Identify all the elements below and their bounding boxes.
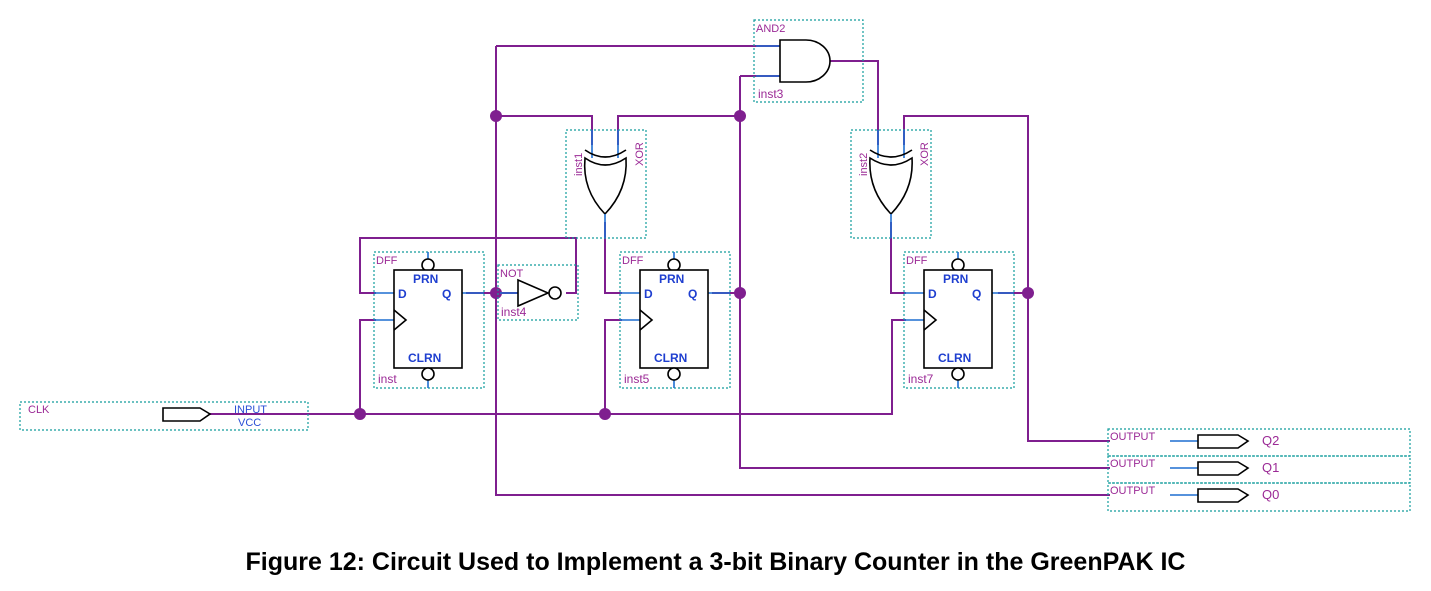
output-q2-block[interactable]: OUTPUT Q2 — [1107, 428, 1411, 457]
output-type: OUTPUT — [1110, 485, 1156, 497]
xor2-gate-icon — [869, 156, 913, 216]
wire-q1-bus — [739, 100, 1110, 469]
wire-q1-to-xor1 — [617, 115, 740, 145]
and-gate-icon — [779, 39, 831, 83]
dff1-prn: PRN — [413, 272, 438, 286]
xor1-type: XOR — [634, 142, 646, 166]
junction-dot — [734, 287, 746, 299]
dff1-inst: inst — [378, 372, 397, 386]
output-pin-icon — [1197, 434, 1250, 449]
junction-dot — [734, 110, 746, 122]
wire-and-to-xor2 — [830, 60, 879, 145]
wire-xor2-to-d3 — [890, 222, 906, 294]
output-q0-block[interactable]: OUTPUT Q0 — [1107, 482, 1411, 512]
input-type: INPUT — [234, 404, 267, 416]
dff2-inst: inst5 — [624, 372, 650, 386]
dff1-q: Q — [442, 287, 451, 301]
input-sub: VCC — [238, 417, 261, 429]
xor1-inst: inst1 — [573, 153, 585, 176]
dff2-prn: PRN — [659, 272, 684, 286]
wire-not-to-d1 — [359, 237, 577, 294]
wire-clk-to-dff1 — [359, 319, 376, 414]
dff3-q: Q — [972, 287, 981, 301]
dff2-q: Q — [688, 287, 697, 301]
input-name: CLK — [28, 404, 50, 416]
output-q1-block[interactable]: OUTPUT Q1 — [1107, 455, 1411, 484]
output-pin-icon — [1197, 488, 1250, 503]
junctions — [354, 110, 1034, 420]
output-name: Q1 — [1262, 460, 1279, 475]
dff1-block[interactable]: DFF PRN D Q CLRN inst — [373, 251, 485, 389]
clock-edge-icon — [393, 309, 408, 331]
xor1-block[interactable]: inst1 XOR — [565, 129, 647, 239]
not-gate-block[interactable]: NOT inst4 — [497, 264, 579, 321]
circuit-schematic: CLK INPUT VCC AND2 inst3 inst1 XOR inst2… — [19, 19, 1411, 512]
wire-clk-to-dff2 — [604, 319, 622, 414]
not-inst: inst4 — [501, 305, 527, 319]
dff1-clrn: CLRN — [408, 351, 441, 365]
and-inst: inst3 — [758, 87, 784, 101]
dff2-d: D — [644, 287, 653, 301]
input-pin-icon — [162, 407, 212, 422]
output-type: OUTPUT — [1110, 431, 1156, 443]
and-type: AND2 — [756, 23, 785, 35]
wire-clk-bus — [210, 319, 906, 415]
junction-dot — [490, 110, 502, 122]
junction-dot — [599, 408, 611, 420]
output-type: OUTPUT — [1110, 458, 1156, 470]
clear-bubble-icon — [951, 367, 965, 381]
output-pin-icon — [1197, 461, 1250, 476]
dff1-d: D — [398, 287, 407, 301]
clock-edge-icon — [923, 309, 938, 331]
output-name: Q0 — [1262, 487, 1279, 502]
dff3-inst: inst7 — [908, 372, 934, 386]
wire-q0-to-xor1 — [496, 115, 593, 145]
clock-edge-icon — [639, 309, 654, 331]
dff1-type: DFF — [376, 255, 398, 267]
junction-dot — [490, 287, 502, 299]
dff3-block[interactable]: DFF PRN D Q CLRN inst7 — [903, 251, 1015, 389]
not-gate-icon — [517, 278, 551, 308]
dff2-type: DFF — [622, 255, 644, 267]
output-name: Q2 — [1262, 433, 1279, 448]
wire-q0-bus — [495, 46, 1110, 496]
inverter-bubble-icon — [548, 286, 562, 300]
junction-dot — [1022, 287, 1034, 299]
and-gate-block[interactable]: AND2 inst3 — [753, 19, 864, 103]
dff2-clrn: CLRN — [654, 351, 687, 365]
junction-dot — [354, 408, 366, 420]
dff3-type: DFF — [906, 255, 928, 267]
clear-bubble-icon — [421, 367, 435, 381]
wire-q2-bus — [998, 292, 1110, 442]
xor2-block[interactable]: inst2 XOR — [850, 129, 932, 239]
xor1-gate-icon — [583, 156, 627, 216]
dff3-prn: PRN — [943, 272, 968, 286]
clk-input-block[interactable]: CLK INPUT VCC — [19, 401, 309, 431]
not-type: NOT — [500, 268, 524, 280]
xor2-type: XOR — [919, 142, 931, 166]
dff2-block[interactable]: DFF PRN D Q CLRN inst5 — [619, 251, 731, 389]
wire-xor1-to-d2 — [604, 222, 622, 294]
dff3-d: D — [928, 287, 937, 301]
xor2-inst: inst2 — [858, 153, 870, 176]
dff3-clrn: CLRN — [938, 351, 971, 365]
figure-caption: Figure 12: Circuit Used to Implement a 3… — [245, 548, 1186, 576]
clear-bubble-icon — [667, 367, 681, 381]
